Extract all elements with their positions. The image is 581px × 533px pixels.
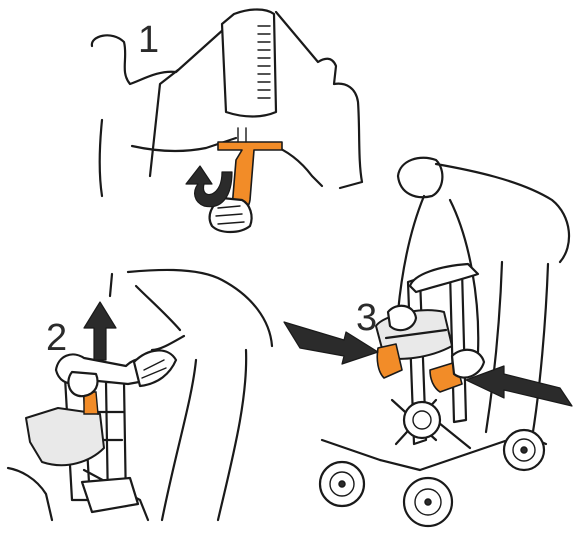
person-2-back [128, 270, 272, 346]
walker-3-wheel-back-right [504, 430, 544, 470]
person-2-shoulder [136, 286, 180, 330]
walker-3-wheel-back-left [404, 402, 440, 438]
panel1-frame-mid [150, 70, 178, 176]
panel1-outline-right [276, 12, 362, 188]
step-number-1: 1 [138, 19, 159, 61]
person-3-leg-left [486, 262, 502, 432]
hand-step-3-left [388, 306, 416, 330]
walker-2-base [82, 478, 138, 512]
step-number-3: 3 [356, 297, 377, 339]
panel-step-3: 3 [284, 158, 572, 526]
up-arrow-icon [84, 302, 116, 360]
person-2-arm [152, 336, 184, 350]
hand-step-2-right [134, 350, 176, 386]
person-2-leg-left [162, 360, 196, 520]
person-2-frame-post [110, 274, 112, 296]
panel-step-2: 2 [8, 270, 272, 520]
step-number-2: 2 [46, 317, 67, 359]
walker-2-seat [26, 408, 104, 465]
walker-3-wheel-front-right [404, 478, 452, 526]
hand-step-2-left [68, 372, 97, 396]
person-3-leg-right [532, 264, 548, 444]
hand-step-3-right [452, 350, 484, 378]
panel-step-1: 1 [92, 10, 362, 233]
right-inward-arrow-icon [466, 366, 572, 406]
walker-3-handle-bar [410, 264, 478, 292]
walker-3-wheel-front-left [320, 462, 364, 506]
panel1-frame-left [100, 120, 102, 196]
person-2-leg-right [218, 350, 246, 520]
panel1-outline-left [92, 20, 234, 84]
